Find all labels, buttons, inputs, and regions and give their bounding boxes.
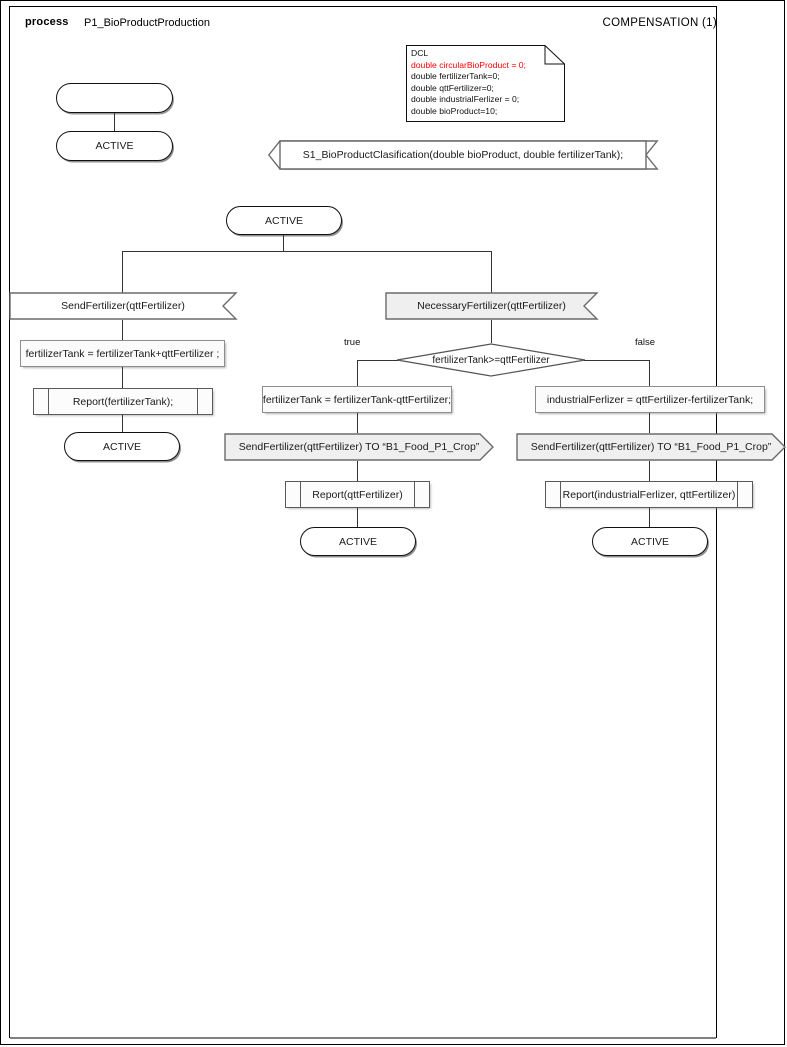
connector-true-2 — [357, 461, 359, 481]
branch-label-true: true — [344, 337, 361, 348]
connector-active-main-down — [283, 235, 285, 252]
process-keyword: process — [25, 16, 69, 28]
start-node[interactable] — [56, 83, 173, 113]
dcl-note: DCL double circularBioProduct = 0; doubl… — [406, 45, 565, 122]
receive-necessary-fertilizer[interactable]: NecessaryFertilizer(qttFertilizer) — [385, 292, 599, 320]
send-fertilizer-to-crop-true[interactable]: SendFertilizer(qttFertilizer) TO “B1_Foo… — [224, 433, 494, 461]
dcl-line-3: double industrialFerlizer = 0; — [411, 94, 520, 105]
connector-left-1 — [122, 320, 124, 340]
assign-industrial-label: industrialFerlizer = qttFertilizer-ferti… — [546, 393, 754, 406]
report-industrial-label: Report(industrialFerlizer, qttFertilizer… — [562, 488, 736, 501]
assign-add-label: fertilizerTank = fertilizerTank+qttFerti… — [25, 347, 220, 360]
state-active-start-label: ACTIVE — [95, 140, 134, 152]
report-left-bar — [560, 482, 561, 507]
report-qtt-fertilizer-label: Report(qttFertilizer) — [312, 488, 403, 501]
dcl-title: DCL — [411, 48, 429, 58]
state-active-true[interactable]: ACTIVE — [300, 527, 416, 556]
state-active-true-label: ACTIVE — [339, 535, 377, 548]
connector-start-to-active — [114, 113, 116, 132]
connector-true-1 — [357, 413, 359, 433]
report-right-bar — [197, 389, 198, 414]
state-active-main-label: ACTIVE — [265, 214, 303, 227]
decision-fertilizer-tank-gte[interactable]: fertilizerTank>=qttFertilizer — [396, 343, 586, 377]
report-right-bar — [737, 482, 738, 507]
assign-fertilizer-tank-sub[interactable]: fertilizerTank = fertilizerTank-qttFerti… — [262, 386, 452, 413]
connector-left-3 — [122, 415, 124, 433]
send-fertilizer-to-crop-false[interactable]: SendFertilizer(qttFertilizer) TO “B1_Foo… — [516, 433, 786, 461]
assign-sub-label: fertilizerTank = fertilizerTank-qttFerti… — [262, 393, 452, 406]
page-title: P1_BioProductProduction — [84, 17, 210, 29]
diagram-frame — [9, 6, 717, 1039]
connector-split-right-down — [491, 251, 493, 293]
connector-decision-false-h — [584, 360, 650, 362]
signal-s1-bioproduct-clasification[interactable]: S1_BioProductClasification(double bioPro… — [267, 140, 659, 170]
connector-split-horizontal — [122, 251, 492, 253]
compensation-label: COMPENSATION (1) — [602, 17, 717, 29]
connector-false-3 — [649, 508, 651, 527]
receive-send-fertilizer[interactable]: SendFertilizer(qttFertilizer) — [9, 292, 238, 320]
state-active-false[interactable]: ACTIVE — [592, 527, 708, 556]
dcl-line-0: double circularBioProduct = 0; — [411, 59, 526, 70]
report-fertilizer-tank-label: Report(fertilizerTank); — [72, 395, 174, 408]
state-active-start[interactable]: ACTIVE — [56, 131, 173, 161]
branch-label-false: false — [635, 337, 656, 348]
assign-fertilizer-tank-add[interactable]: fertilizerTank = fertilizerTank+qttFerti… — [20, 340, 225, 367]
state-active-main[interactable]: ACTIVE — [226, 206, 342, 235]
report-fertilizer-tank[interactable]: Report(fertilizerTank); — [33, 388, 213, 415]
state-active-left[interactable]: ACTIVE — [64, 432, 180, 461]
state-active-left-label: ACTIVE — [103, 440, 141, 453]
report-qtt-fertilizer[interactable]: Report(qttFertilizer) — [285, 481, 430, 508]
connector-split-left-down — [122, 251, 124, 293]
connector-false-2 — [649, 461, 651, 481]
dcl-line-4: double bioProduct=10; — [411, 105, 498, 116]
report-left-bar — [48, 389, 49, 414]
connector-right-1 — [491, 320, 493, 343]
connector-false-1 — [649, 413, 651, 433]
connector-true-3 — [357, 508, 359, 527]
state-active-false-label: ACTIVE — [631, 535, 669, 548]
report-right-bar — [414, 482, 415, 507]
report-industrial-ferlizer[interactable]: Report(industrialFerlizer, qttFertilizer… — [545, 481, 753, 508]
connector-decision-true-h — [357, 360, 398, 362]
assign-industrial-ferlizer[interactable]: industrialFerlizer = qttFertilizer-ferti… — [535, 386, 765, 413]
dcl-line-1: double fertilizerTank=0; — [411, 71, 500, 82]
connector-decision-false-v — [649, 360, 651, 386]
connector-decision-true-v — [357, 360, 359, 386]
connector-left-2 — [122, 367, 124, 388]
dcl-line-2: double qttFertilizer=0; — [411, 82, 494, 93]
report-left-bar — [300, 482, 301, 507]
